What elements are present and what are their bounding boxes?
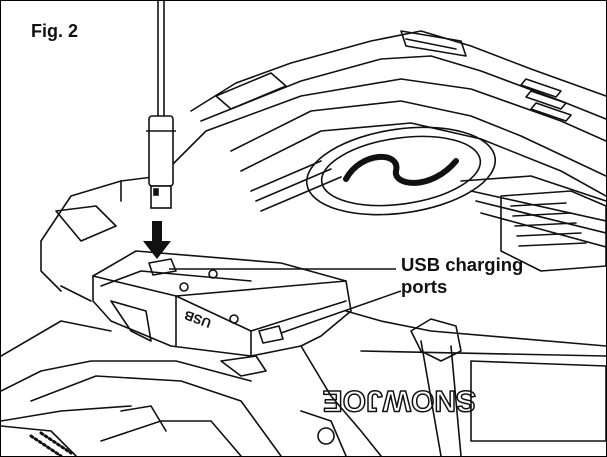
figure-label: Fig. 2 [31,21,79,41]
snowjoe-s-logo [305,126,497,216]
device-top-outline [190,30,606,112]
usb-cable [146,1,176,209]
svg-text:SNOWJOE: SNOWJOE [323,384,476,417]
usb-port-top [148,258,177,276]
callout-leaders [169,268,402,334]
insert-direction-arrow [143,221,171,259]
usb-port-front [258,325,284,344]
callout-line-2: ports [401,276,448,297]
usb-charging-ports-callout: USB charging ports [401,254,523,298]
callout-line-1: USB charging [401,254,524,275]
brand-embossed-label: SNOWJOE [322,383,477,418]
